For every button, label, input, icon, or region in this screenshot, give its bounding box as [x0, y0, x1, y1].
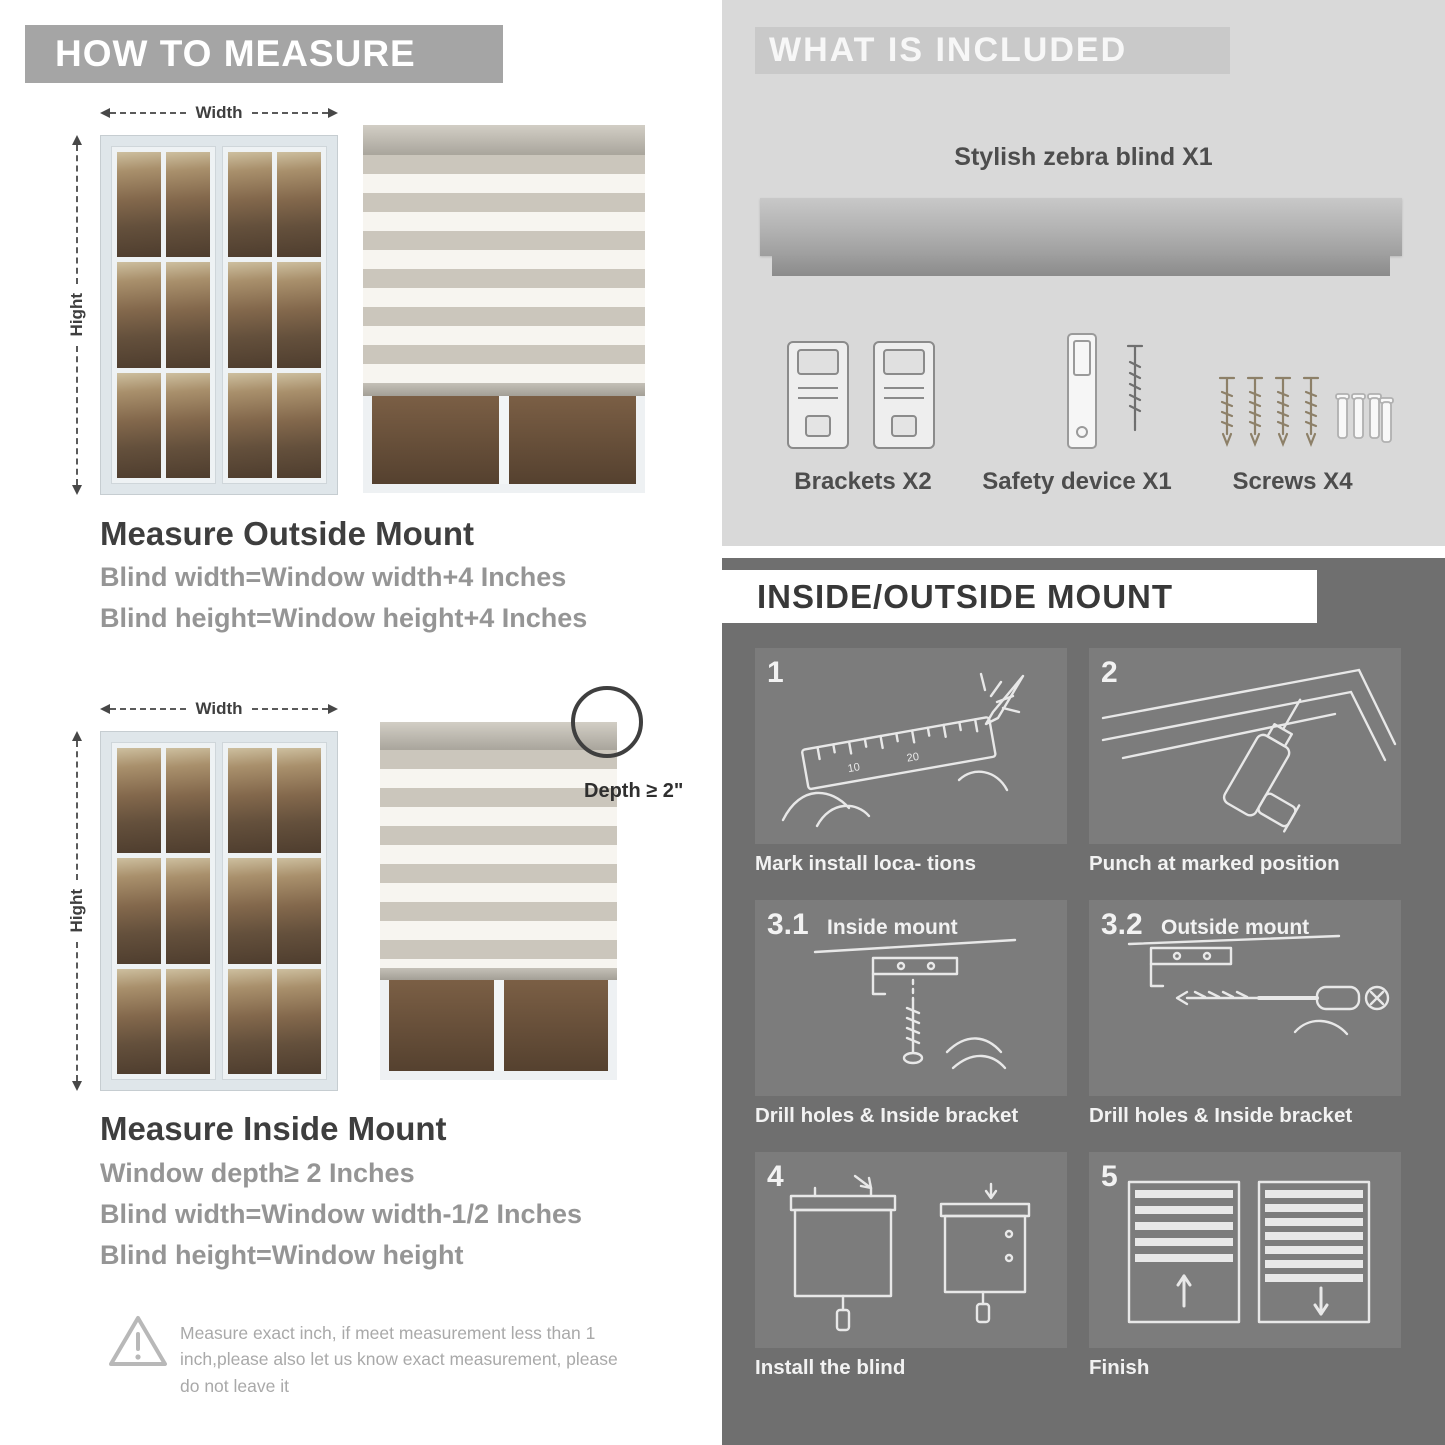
warning-triangle-icon [109, 1316, 167, 1366]
window-illustration-inside [100, 731, 338, 1091]
safety-device-label: Safety device X1 [982, 468, 1172, 495]
zebra-blind-headrail-illustration [760, 198, 1402, 276]
window-sash [222, 146, 327, 484]
depth-callout-circle [571, 686, 643, 758]
safety-device-icon [1067, 333, 1144, 449]
step3-2-outside-bracket-illustration [1127, 934, 1390, 1036]
step1-box: 1 10 20 [755, 648, 1067, 844]
step1-number: 1 [767, 656, 784, 689]
inside-formula-height: Blind height=Window height [100, 1240, 464, 1270]
step4-number: 4 [767, 1160, 784, 1193]
depth-label: Depth ≥ 2" [584, 780, 684, 802]
mount-header: INSIDE/OUTSIDE MOUNT [722, 570, 1317, 623]
inside-formula-depth: Window depth≥ 2 Inches [100, 1158, 415, 1188]
what-is-included-header: WHAT IS INCLUDED [755, 27, 1230, 74]
step5-finish-illustration [1127, 1180, 1371, 1324]
step1-caption: Mark install loca- tions [755, 852, 976, 875]
step4-box: 4 [755, 1152, 1067, 1348]
warning-text: Measure exact inch, if meet measurement … [180, 1323, 618, 1396]
step5-number: 5 [1101, 1160, 1118, 1193]
brackets-icon [787, 341, 935, 449]
zebra-blind-illustration-outside [363, 125, 645, 493]
inside-formula-width: Blind width=Window width-1/2 Inches [100, 1199, 583, 1229]
window-illustration-outside [100, 135, 338, 495]
window-sash [222, 742, 327, 1080]
step3-2-title: Outside mount [1161, 916, 1310, 939]
height-arrow-outside: Hight [67, 135, 86, 495]
step3-1-box: 3.1 Inside mount [755, 900, 1067, 1096]
brackets-label: Brackets X2 [794, 468, 932, 495]
width-label-outside: Width [195, 103, 243, 122]
step5-caption: Finish [1089, 1356, 1150, 1379]
step2-number: 2 [1101, 656, 1118, 689]
screws-icon [1218, 376, 1394, 447]
outside-formula-width: Blind width=Window width+4 Inches [100, 562, 567, 592]
height-arrow-inside: Hight [67, 731, 86, 1091]
step3-2-number: 3.2 [1101, 908, 1143, 941]
step3-2-caption: Drill holes & Inside bracket [1089, 1104, 1353, 1127]
outside-mount-title: Measure Outside Mount [100, 515, 475, 552]
step2-drill-illustration [1101, 668, 1397, 833]
step3-1-title: Inside mount [827, 916, 958, 939]
height-label-outside: Hight [67, 293, 86, 337]
width-label-inside: Width [195, 699, 243, 718]
step4-caption: Install the blind [755, 1356, 906, 1379]
step3-2-box: 3.2 Outside mount [1089, 900, 1401, 1096]
step1-mark-illustration: 10 20 [781, 672, 1025, 828]
step4-install-illustration [789, 1174, 1031, 1332]
outside-formula-height: Blind height=Window height+4 Inches [100, 603, 588, 633]
step3-1-number: 3.1 [767, 908, 809, 941]
how-to-measure-header: HOW TO MEASURE [25, 25, 503, 83]
step3-1-inside-bracket-illustration [813, 938, 1017, 1070]
zebra-blind-illustration-inside [380, 722, 617, 1080]
window-sash [111, 146, 216, 484]
svg-text:20: 20 [906, 751, 920, 765]
height-label-inside: Hight [67, 889, 86, 933]
step2-caption: Punch at marked position [1089, 852, 1340, 875]
inside-mount-title: Measure Inside Mount [100, 1110, 447, 1147]
step5-box: 5 [1089, 1152, 1401, 1348]
width-arrow-inside: Width [100, 699, 338, 718]
step3-1-caption: Drill holes & Inside bracket [755, 1104, 1019, 1127]
window-sash [111, 742, 216, 1080]
screws-label: Screws X4 [1232, 468, 1353, 495]
width-arrow-outside: Width [100, 103, 338, 122]
svg-text:10: 10 [847, 761, 861, 775]
step2-box: 2 [1089, 648, 1401, 844]
zebra-blind-count-label: Stylish zebra blind X1 [954, 143, 1213, 171]
